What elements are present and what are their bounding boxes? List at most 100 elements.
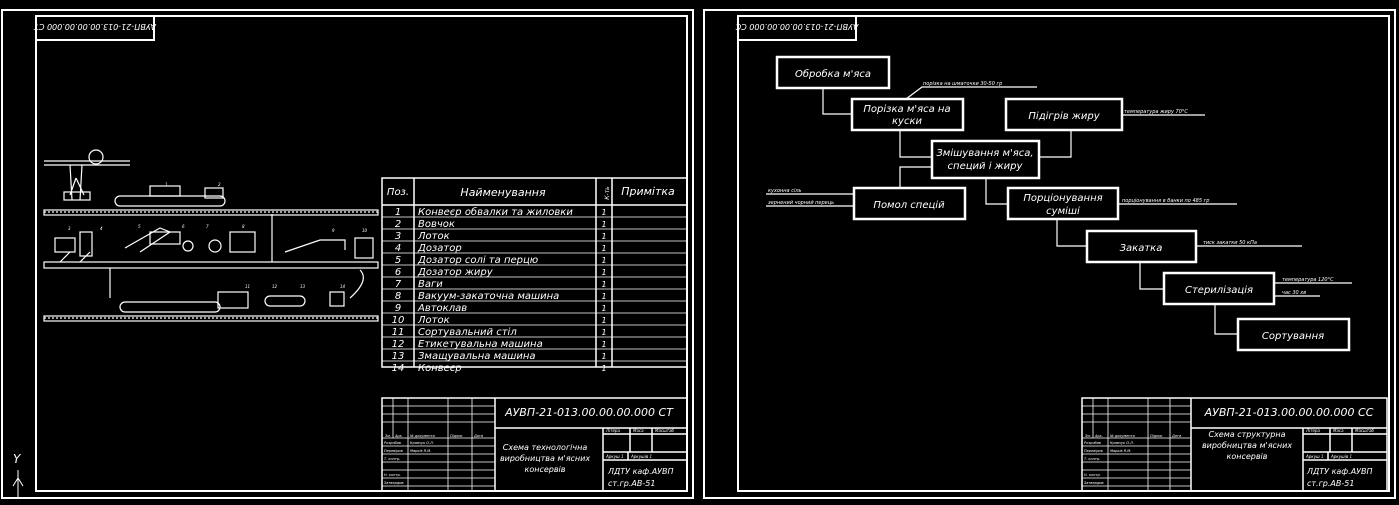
spec-row-qty: 1 — [601, 220, 606, 229]
tb2-col-1: Арк. — [1094, 434, 1103, 438]
tb1-name-0: Кравчук О.Л. — [410, 441, 434, 445]
tb2-role-1: Перевірив — [1084, 449, 1103, 453]
tb1-role-2: Т. контр. — [384, 457, 400, 461]
spec-row-pos: 9 — [395, 303, 401, 314]
tb1-col-0: Зм. — [385, 434, 391, 438]
callout-1: 1 — [165, 182, 168, 187]
sheet-2-outer-border — [703, 9, 1396, 499]
spec-row-name: Сортувальний стіл — [418, 326, 517, 338]
sheet-1: АУВП-21-013.00.00.00.000 СТ — [1, 9, 694, 499]
spec-row-qty: 1 — [601, 268, 606, 277]
spec-row-pos: 5 — [395, 255, 401, 266]
tb1-role-0: Розробив — [384, 441, 401, 445]
spec-row-pos: 3 — [395, 231, 401, 242]
spec-row-qty: 1 — [601, 256, 606, 265]
tb2-title-2: виробництва м'ясних — [1202, 441, 1292, 450]
box-pomol-label: Помол спецій — [873, 199, 945, 211]
spec-row-name: Дозатор солі та перцю — [417, 254, 538, 266]
spec-row-name: Вовчок — [418, 219, 455, 230]
callout-14: 14 — [340, 284, 346, 289]
box-sortuvannya-label: Сортування — [1262, 331, 1324, 342]
box-sterylizatsiya-label: Стерилізація — [1185, 284, 1253, 296]
box-obrobka — [775, 55, 891, 90]
callout-13: 13 — [300, 284, 306, 289]
specification-table — [381, 177, 688, 368]
tb2-code: АУВП-21-013.00.00.00.000 СС — [1204, 406, 1374, 419]
sheet-2-text: АУВП-21-013.00.00.00.000 СС Обробка м'яс… — [735, 22, 1374, 488]
callout-9: 9 — [332, 228, 335, 233]
note-6: тиск закатки 50 кПа — [1203, 240, 1257, 246]
tb1-sheets: Аркушів 1 — [630, 454, 652, 459]
tb2-role-2: Т. контр. — [1084, 457, 1100, 461]
spec-row-pos: 6 — [395, 267, 401, 278]
tb2-mass: Маса — [1333, 428, 1344, 433]
tb2-role-0: Розробив — [1084, 441, 1101, 445]
spec-row-qty: 1 — [601, 364, 606, 373]
callout-4: 4 — [100, 226, 103, 231]
tb1-org-1: ЛДТУ каф.АУВП — [607, 467, 674, 476]
tb1-col-4: Дата — [473, 434, 483, 438]
tb2-org-2: ст.гр.АВ-51 — [1307, 479, 1354, 488]
sheet-1-inner-frame — [35, 15, 688, 492]
spec-row-pos: 10 — [392, 315, 405, 326]
spec-row-qty: 1 — [601, 280, 606, 289]
callout-7: 7 — [206, 224, 209, 229]
callout-5: 5 — [138, 224, 141, 229]
equipment-drawing — [43, 149, 379, 322]
tb1-org-2: ст.гр.АВ-51 — [608, 479, 655, 488]
sheet-2-inner-frame — [737, 15, 1390, 492]
tb2-role-4: Н. контр. — [1084, 473, 1101, 477]
tb1-scale: Масштаб — [655, 428, 675, 433]
box-zmishuvannya-label-2: специй і жиру — [948, 160, 1024, 172]
tb1-role-4: Н. контр. — [384, 473, 401, 477]
spec-row-pos: 11 — [392, 327, 405, 338]
spec-row-qty: 1 — [601, 340, 606, 349]
flow-connectors — [766, 86, 1352, 335]
tb2-name-0: Кравчук О.Л. — [1110, 441, 1134, 445]
tb1-name-1: Марків Я.М. — [410, 449, 431, 453]
spec-header-pos: Поз. — [387, 187, 409, 198]
tb2-col-4: Дата — [1171, 434, 1181, 438]
tb2-litera: Літера — [1305, 428, 1320, 433]
sheet-1-stamp-text: АУВП-21-013.00.00.00.000 СТ — [33, 22, 157, 31]
tb1-title-3: консервів — [524, 465, 565, 474]
tb2-title-3: консервів — [1226, 452, 1267, 461]
tb2-col-3: Підпис — [1150, 434, 1163, 438]
tb1-role-5: Затвердив — [384, 481, 404, 485]
spec-row-qty: 1 — [601, 352, 606, 361]
tb2-name-1: Марків Я.М. — [1110, 449, 1131, 453]
box-portsionuvannya-label-2: суміші — [1046, 205, 1080, 217]
spec-row-name: Ваги — [418, 279, 443, 290]
callout-2: 2 — [218, 182, 221, 187]
callout-10: 10 — [362, 228, 368, 233]
tb1-litera: Літера — [605, 428, 620, 433]
spec-row-qty: 1 — [601, 244, 606, 253]
box-porizka-label-1: Порізка м'яса на — [863, 103, 950, 115]
tb2-sheets: Аркушів 1 — [1330, 454, 1352, 459]
tb1-title-2: виробництва м'ясних — [500, 454, 590, 463]
tb1-col-3: Підпис — [450, 434, 463, 438]
spec-row-pos: 1 — [395, 207, 401, 218]
box-zmishuvannya — [930, 139, 1041, 180]
spec-row-name: Конвеєр — [418, 363, 462, 374]
sheet-1-stamp-box — [35, 15, 155, 41]
box-pomol — [852, 186, 967, 221]
spec-row-name: Вакуум-закаточна машина — [418, 291, 559, 302]
spec-row-qty: 1 — [601, 208, 606, 217]
spec-header-note: Примітка — [621, 185, 675, 198]
spec-row-qty: 1 — [601, 292, 606, 301]
spec-row-name: Автоклав — [417, 303, 467, 314]
spec-row-name: Етикетувальна машина — [418, 339, 543, 350]
spec-header-qty: К-ть — [604, 186, 611, 200]
tb2-col-2: № документа — [1109, 434, 1135, 438]
spec-row-name: Дозатор — [417, 243, 462, 254]
spec-row-name: Лоток — [417, 231, 450, 242]
axis-y-label: Y — [13, 452, 22, 466]
callout-11: 11 — [245, 284, 250, 289]
sheet-2 — [703, 9, 1396, 499]
box-obrobka-label: Обробка м'яса — [795, 68, 871, 80]
callout-3: 3 — [68, 226, 71, 231]
spec-row-pos: 12 — [392, 339, 405, 350]
